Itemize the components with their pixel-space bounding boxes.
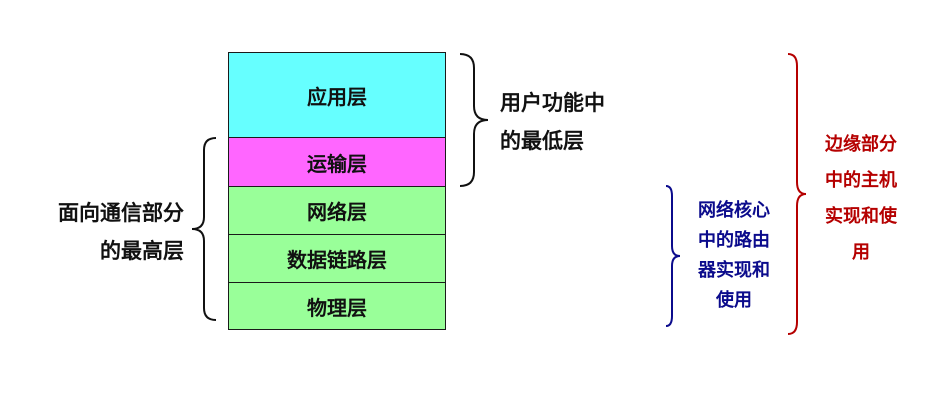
data-link-layer-label: 数据链路层 <box>287 248 387 272</box>
network-core-brace <box>665 185 681 327</box>
application-layer-label: 应用层 <box>307 84 367 109</box>
user-functions-label: 用户功能中 的最低层 <box>500 91 605 153</box>
user-functions-brace <box>459 53 489 187</box>
network-core-label: 网络核心 中的路由 器实现和 使用 <box>698 200 770 311</box>
network-edge-label: 边缘部分 中的主机 实现和使 用 <box>825 134 897 263</box>
data-link-layer: 数据链路层 <box>228 234 446 283</box>
physical-layer: 物理层 <box>228 282 446 330</box>
communication-label: 面向通信部分 的最高层 <box>58 201 184 263</box>
physical-layer-label: 物理层 <box>307 295 367 320</box>
application-layer: 应用层 <box>228 52 446 138</box>
communication-brace <box>191 137 217 321</box>
transport-layer-label: 运输层 <box>307 151 367 176</box>
network-edge-brace <box>787 53 807 335</box>
network-layer: 网络层 <box>228 186 446 235</box>
network-layer-label: 网络层 <box>307 200 367 224</box>
